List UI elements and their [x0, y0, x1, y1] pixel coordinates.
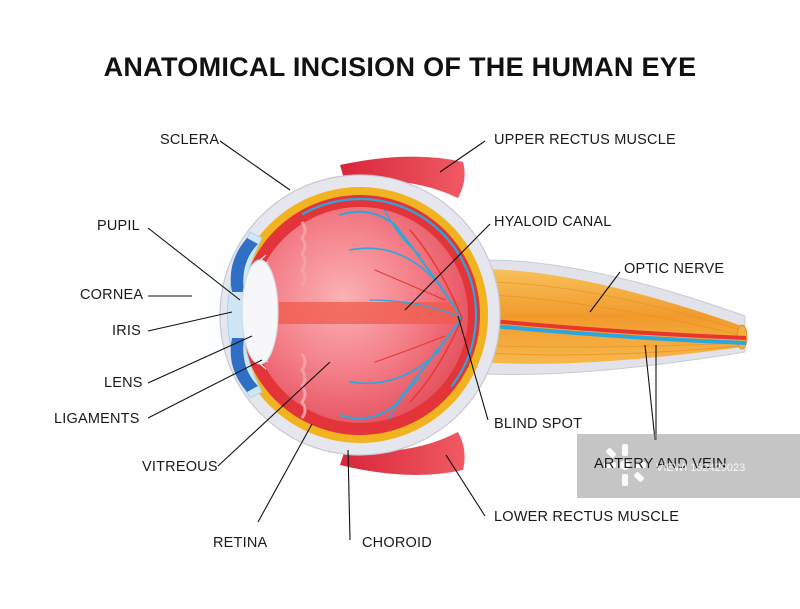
optic-nerve-fibres	[469, 281, 741, 356]
lens	[241, 259, 279, 365]
iris-upper	[230, 238, 258, 292]
leader-lines	[147, 140, 657, 541]
ciliary-body	[300, 221, 307, 419]
label-cornea: CORNEA	[80, 287, 144, 303]
label-pupil: PUPIL	[97, 218, 140, 234]
label-hyaloid-canal: HYALOID CANAL	[494, 214, 612, 230]
label-choroid: CHOROID	[362, 535, 432, 551]
label-lower-rectus-muscle: LOWER RECTUS MUSCLE	[494, 509, 680, 525]
watermark-text: VIEWI 152429023	[656, 462, 746, 474]
retinal-vessels	[339, 207, 463, 423]
label-retina: RETINA	[213, 535, 268, 551]
label-artery-and-vein: ARTERY AND VEIN	[594, 456, 727, 472]
label-ligaments: LIGAMENTS	[54, 411, 140, 427]
label-optic-nerve: OPTIC NERVE	[624, 261, 725, 277]
page-title: ANATOMICAL INCISION OF THE HUMAN EYE	[103, 52, 697, 82]
hyaloid-canal	[270, 302, 460, 324]
label-blind-spot: BLIND SPOT	[494, 416, 583, 432]
label-upper-rectus-muscle: UPPER RECTUS MUSCLE	[494, 132, 676, 148]
lower-rectus-muscle	[340, 432, 465, 475]
label-iris: IRIS	[112, 323, 141, 339]
upper-rectus-muscle	[340, 156, 465, 198]
label-lens: LENS	[104, 375, 143, 391]
retinal-vessel-ring	[242, 197, 478, 433]
label-sclera: SCLERA	[160, 132, 220, 148]
label-vitreous: VITREOUS	[142, 459, 218, 475]
iris-lower	[230, 338, 258, 392]
watermark-logo-icon	[604, 444, 646, 486]
